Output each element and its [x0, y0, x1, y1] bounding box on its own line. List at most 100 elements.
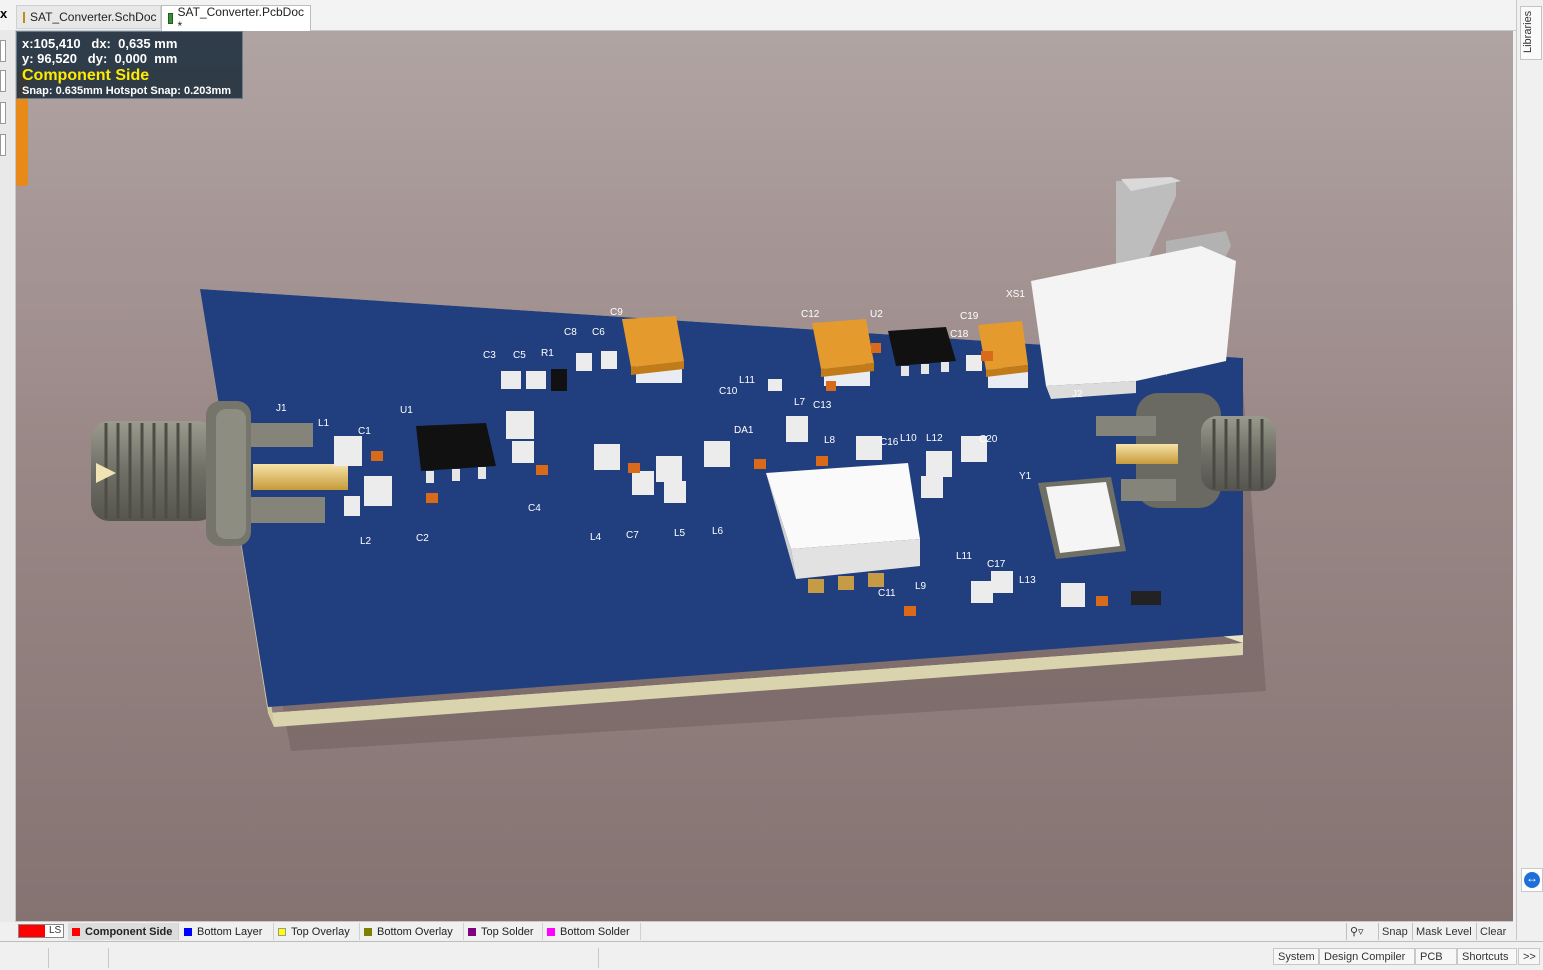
layer-tab-top-overlay[interactable]: Top Overlay: [274, 923, 360, 940]
shortcuts-panel-button[interactable]: Shortcuts: [1457, 948, 1517, 965]
3d-pcb-viewport[interactable]: J1 L1 C1 U1 L2 C2 C3 C5 R1 C8 C6 C9 C4 L…: [16, 31, 1513, 921]
tab-schdoc[interactable]: SAT_Converter.SchDoc: [16, 5, 161, 29]
ls-label: LS: [49, 925, 62, 936]
layer-tab-component-side[interactable]: Component Side: [68, 923, 179, 940]
teamviewer-icon[interactable]: [1521, 868, 1543, 892]
y1-crystal: [1038, 477, 1126, 559]
left-strip-button[interactable]: [0, 40, 6, 62]
hud-current-layer: Component Side: [22, 67, 150, 84]
left-strip-button[interactable]: [0, 70, 6, 92]
designator-label: C19: [960, 311, 979, 322]
designator-label: L13: [1019, 575, 1036, 586]
layer-tab-bottom-solder[interactable]: Bottom Solder: [543, 923, 641, 940]
more-panels-button[interactable]: >>: [1518, 948, 1540, 965]
designator-label: L7: [794, 397, 806, 408]
designator-label: L4: [590, 532, 602, 543]
tab-label: SAT_Converter.SchDoc: [30, 10, 157, 24]
layer-color-swatch: [468, 927, 476, 936]
designator-label: C3: [483, 350, 496, 361]
j1-sma-connector: [91, 401, 348, 546]
designator-label: C7: [626, 530, 639, 541]
status-divider: [108, 948, 109, 968]
left-panel-strip: [0, 30, 16, 922]
left-strip-button[interactable]: [0, 102, 6, 124]
da1-module: [766, 463, 920, 593]
status-divider: [48, 948, 49, 968]
layer-label: Bottom Solder: [560, 925, 630, 938]
layer-color-swatch: [184, 927, 192, 936]
designator-label: Y1: [1019, 471, 1032, 482]
pcb-panel-button[interactable]: PCB: [1415, 948, 1457, 965]
schematic-doc-icon: [23, 11, 25, 23]
pcb-3d-scene: J1 L1 C1 U1 L2 C2 C3 C5 R1 C8 C6 C9 C4 L…: [16, 71, 1276, 751]
layer-set-button[interactable]: LS: [18, 924, 64, 938]
board-edge-front: [268, 643, 1243, 727]
designator-label: L10: [900, 433, 917, 444]
layer-label: Top Overlay: [291, 925, 350, 938]
layer-color-swatch: [547, 927, 555, 936]
designator-label: DA1: [734, 425, 754, 436]
c9-tantalum-capacitor: [622, 316, 684, 383]
designator-label: C17: [987, 559, 1006, 570]
filter-icon[interactable]: ⚲▿: [1346, 923, 1378, 940]
right-sma-connector: [1096, 393, 1276, 508]
layer-tab-bottom-layer[interactable]: Bottom Layer: [180, 923, 274, 940]
designator-label: L9: [915, 581, 927, 592]
layer-tab-bar: LS Component Side Bottom Layer Top Overl…: [16, 921, 1513, 941]
layer-color-swatch: [278, 927, 286, 936]
close-document-icon[interactable]: x: [0, 6, 8, 21]
document-tab-bar: x SAT_Converter.SchDoc SAT_Converter.Pcb…: [0, 0, 1516, 33]
designator-label: C18: [950, 329, 969, 340]
designator-label: L2: [360, 536, 372, 547]
layer-tab-bottom-overlay[interactable]: Bottom Overlay: [360, 923, 464, 940]
hud-snap-info: Snap: 0.635mm Hotspot Snap: 0.203mm: [22, 85, 232, 97]
edge-artifact: [16, 71, 28, 186]
designator-label: C2: [416, 533, 429, 544]
hud-y-coordinates: y: 96,520 dy: 0,000 mm: [22, 51, 178, 66]
designator-label: L12: [926, 433, 943, 444]
layer-tab-top-solder[interactable]: Top Solder: [464, 923, 543, 940]
designator-label: U1: [400, 405, 413, 416]
c12-tantalum-capacitor: [812, 319, 874, 386]
designator-label: R1: [541, 348, 554, 359]
designator-label: L5: [674, 528, 686, 539]
designator-label: J1: [276, 403, 287, 414]
pcb-doc-icon: [168, 13, 173, 24]
right-panel-strip: Libraries: [1516, 0, 1543, 940]
silkscreen-labels: J1 L1 C1 U1 L2 C2 C3 C5 R1 C8 C6 C9 C4 L…: [276, 289, 1083, 599]
designator-label: C11: [878, 588, 896, 599]
designator-label: J2: [1072, 389, 1083, 400]
u1-ic: [416, 423, 496, 483]
system-panel-button[interactable]: System: [1273, 948, 1319, 965]
designator-label: C10: [719, 386, 738, 397]
snap-button[interactable]: Snap: [1378, 923, 1412, 940]
tab-pcbdoc[interactable]: SAT_Converter.PcbDoc *: [161, 5, 311, 33]
status-bar: System Design Compiler PCB Shortcuts >>: [0, 941, 1543, 970]
smd-components: [334, 343, 1161, 616]
mask-level-button[interactable]: Mask Level: [1412, 923, 1476, 940]
designator-label: C8: [564, 327, 577, 338]
layer-label: Bottom Overlay: [377, 925, 453, 938]
designator-label: C9: [610, 307, 623, 318]
libraries-panel-tab[interactable]: Libraries: [1520, 6, 1542, 60]
coordinate-hud: x:105,410 dx: 0,635 mm y: 96,520 dy: 0,0…: [16, 31, 243, 99]
u2-ic: [888, 327, 956, 376]
clear-button[interactable]: Clear: [1476, 923, 1512, 940]
left-strip-button[interactable]: [0, 134, 6, 156]
designator-label: L11: [739, 375, 755, 386]
designator-label: XS1: [1006, 289, 1025, 300]
design-compiler-panel-button[interactable]: Design Compiler: [1319, 948, 1415, 965]
hud-x-coordinates: x:105,410 dx: 0,635 mm: [22, 36, 178, 51]
designator-label: C1: [358, 426, 371, 437]
status-divider: [598, 948, 599, 968]
designator-label: L11: [956, 551, 972, 562]
designator-label: U2: [870, 309, 883, 320]
libraries-tab-label: Libraries: [1522, 10, 1534, 53]
designator-label: L6: [712, 526, 724, 537]
layer-label: Bottom Layer: [197, 925, 263, 938]
designator-label: C13: [813, 400, 832, 411]
layer-color-swatch: [72, 927, 80, 936]
designator-label: C20: [979, 434, 998, 445]
designator-label: L1: [318, 418, 330, 429]
